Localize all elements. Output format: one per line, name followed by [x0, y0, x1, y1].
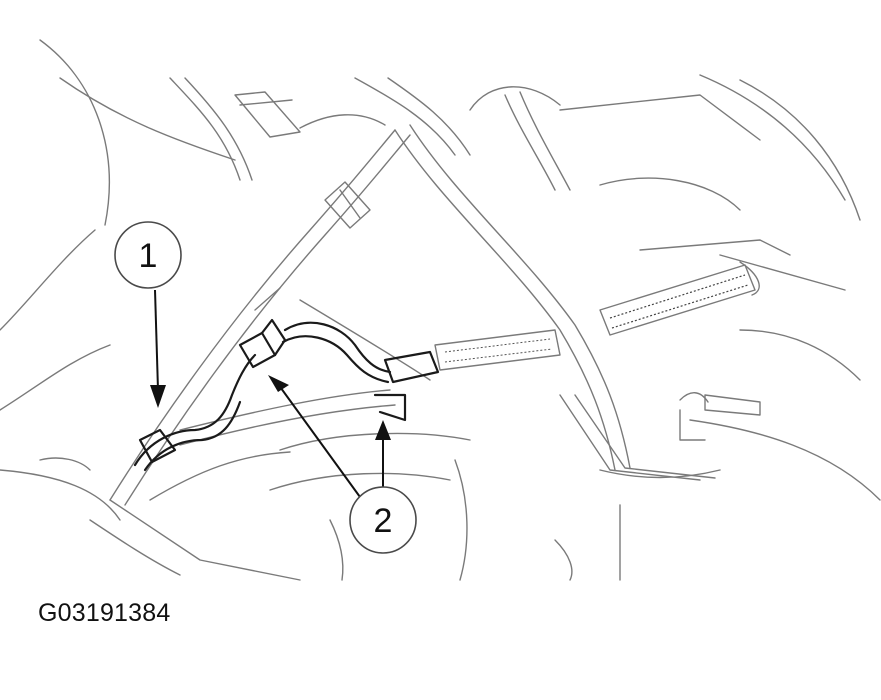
callout-2: 2 [349, 486, 417, 554]
component-outlines [0, 39, 881, 581]
leader-line-1 [154, 289, 159, 391]
arrowhead-2b [375, 420, 391, 440]
callout-1: 1 [114, 221, 182, 289]
wiring-harness [133, 318, 440, 472]
callout-number-2: 2 [374, 502, 393, 540]
arrowhead-1 [150, 385, 166, 408]
callout-leaders [150, 289, 391, 498]
curved-pipe [394, 124, 631, 471]
corrugated-hose [434, 261, 760, 371]
leader-line-2a [277, 383, 361, 498]
arrowhead-2a [268, 375, 289, 392]
figure-id-label: G03191384 [38, 599, 171, 627]
callout-number-1: 1 [139, 237, 158, 275]
